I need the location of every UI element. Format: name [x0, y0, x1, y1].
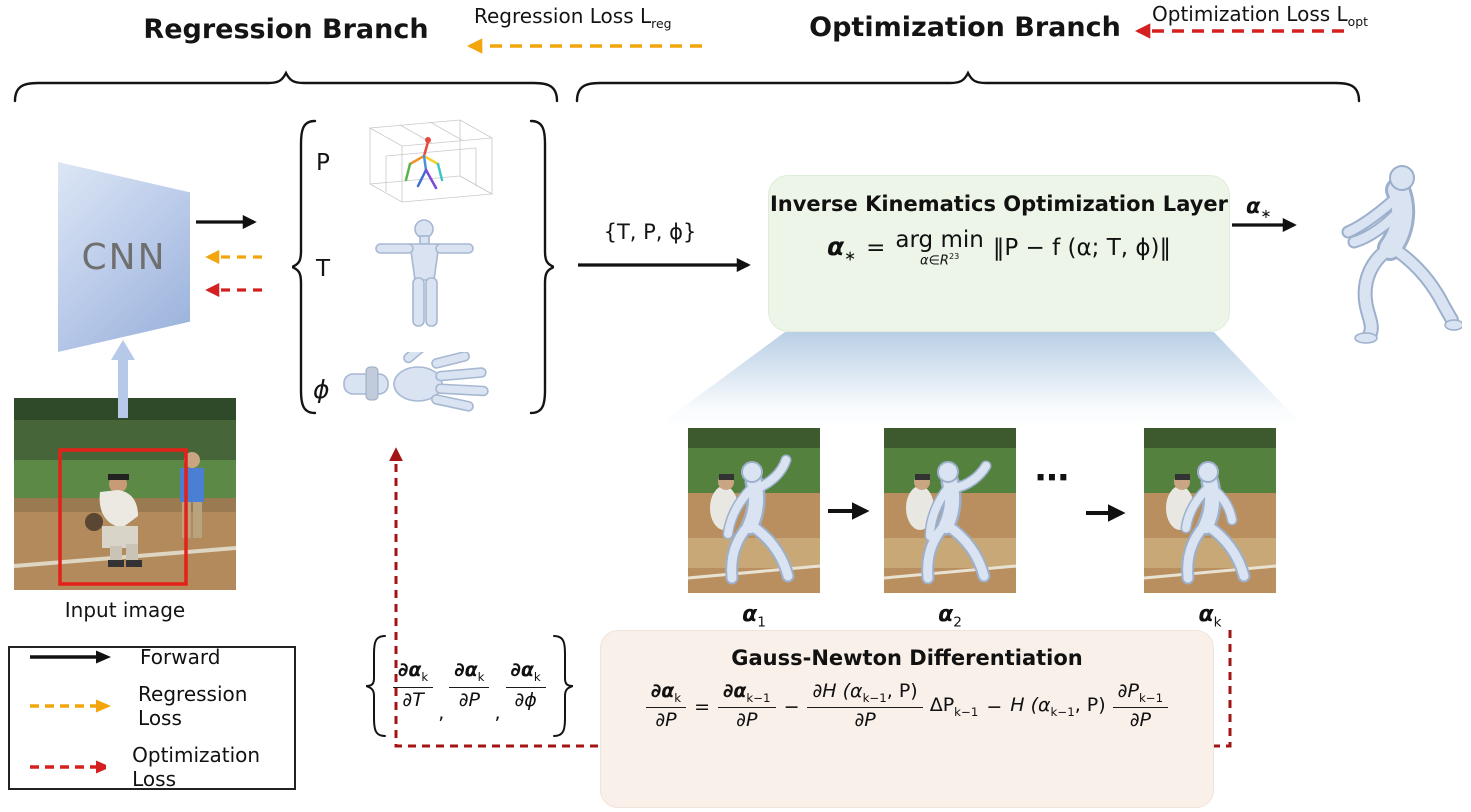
gn-frac-1: ∂αk ∂P [645, 680, 687, 732]
gn-minus-2: − [986, 695, 1003, 718]
pose-3d-plot-image [368, 119, 494, 203]
alphak-to-gn-feedback-line [1214, 630, 1232, 748]
forward-arrow-icon [30, 650, 111, 664]
grad-frac-dT: ∂αk ∂T [393, 659, 434, 711]
ik-equation: α∗ = arg min α∈R23 ‖P − f (α; T, ϕ)‖ [769, 228, 1229, 268]
optimization-loss-arrow-icon [30, 760, 107, 774]
ik-layer-title: Inverse Kinematics Optimization Layer [769, 192, 1229, 216]
ik-optimization-layer-box: Inverse Kinematics Optimization Layer α∗… [768, 175, 1230, 332]
regression-loss-arrow-icon [30, 699, 111, 713]
legend-row-optimization-loss: Optimization Loss [28, 743, 294, 791]
grad-frac-dP: ∂αk ∂P [449, 659, 490, 711]
outputs-close-brace-icon [529, 119, 554, 415]
regression-branch-title: Regression Branch [143, 14, 429, 45]
legend-label-forward: Forward [140, 645, 221, 669]
gradient-close-brace-icon [552, 635, 573, 737]
wrist-band [365, 366, 379, 401]
iteration-image-2 [884, 428, 1016, 593]
standing-player-head [184, 452, 200, 468]
regression-loss-label: Regression Loss Lreg [474, 4, 671, 31]
gn-h-term: H (αk−1, P) [1010, 694, 1106, 719]
ik-eq-lhs: α∗ [826, 231, 857, 265]
shape-symbol: T [316, 256, 331, 282]
pose-symbol: P [316, 150, 330, 176]
gn-minus-1: − [783, 695, 800, 718]
gn-delta-p: ΔPk−1 [929, 694, 979, 719]
iteration-label-1: α1 [742, 602, 766, 631]
regression-loss-text: Regression Loss L [474, 4, 652, 28]
iteration-image-k [1144, 428, 1276, 593]
gn-frac-4: ∂Pk−1 ∂P [1112, 680, 1169, 732]
iteration-ellipsis: ⋯ [1035, 458, 1069, 498]
hand-mesh-image [343, 352, 489, 412]
gauss-newton-title: Gauss-Newton Differentiation [731, 646, 1083, 670]
funnel-projection [655, 332, 1305, 428]
iteration-label-2: α2 [938, 602, 962, 631]
regression-branch-brace-icon [13, 70, 559, 103]
cnn-block: CNN [58, 162, 190, 352]
ik-eq-equals: = [866, 235, 886, 262]
optimization-branch-title: Optimization Branch [809, 12, 1121, 43]
gn-equals: = [694, 695, 710, 718]
legend-row-forward: Forward [28, 645, 294, 669]
legend-label-optimization-loss: Optimization Loss [132, 743, 261, 791]
twist-symbol: ϕ [313, 375, 330, 404]
transfer-set-label: {T, P, ϕ} [603, 220, 697, 244]
grad-comma-2: , [494, 702, 501, 724]
input-image [14, 398, 236, 590]
optimization-loss-sub: opt [1347, 14, 1368, 29]
iteration-label-k: αk [1198, 602, 1222, 631]
input-image-caption: Input image [64, 598, 186, 622]
grad-frac-dphi: ∂αk ∂ϕ [505, 659, 546, 711]
optimization-loss-label: Optimization Loss Lopt [1152, 2, 1368, 29]
optimization-branch-brace-icon [575, 70, 1361, 103]
legend-box: Forward Regression Loss Optimization Los… [8, 645, 296, 791]
gn-frac-3: ∂H (αk−1, P) ∂P [807, 680, 923, 732]
ik-eq-argmin: arg min α∈R23 [895, 227, 984, 269]
tpose-mesh-image [375, 219, 474, 327]
regression-loss-sub: reg [651, 16, 672, 31]
cnn-label: CNN [81, 236, 167, 278]
outputs-open-brace-icon [292, 119, 317, 415]
optimization-loss-text: Optimization Loss L [1152, 2, 1348, 26]
gn-frac-2: ∂αk−1 ∂P [718, 680, 776, 732]
legend-label-regression-loss: Regression Loss [138, 682, 248, 730]
gauss-newton-equation: ∂αk ∂P = ∂αk−1 ∂P − ∂H (αk−1, P) ∂P ΔPk−… [601, 680, 1213, 732]
ik-eq-objective: ‖P − f (α; T, ϕ)‖ [992, 235, 1172, 262]
final-pose-mesh-image [1341, 165, 1462, 344]
detection-bounding-box [58, 448, 188, 586]
input-to-cnn-arrowhead [111, 340, 135, 360]
grad-comma-1: , [438, 702, 445, 724]
output-alpha-star-label: α∗ [1246, 194, 1272, 223]
iteration-image-1 [688, 428, 820, 593]
gradient-set: ∂αk ∂T , ∂αk ∂P , ∂αk ∂ϕ [366, 634, 573, 738]
gradient-open-brace-icon [366, 635, 386, 737]
baseball-glove [85, 513, 103, 531]
legend-row-regression-loss: Regression Loss [28, 682, 294, 730]
gauss-newton-box: Gauss-Newton Differentiation ∂αk ∂P = ∂α… [600, 630, 1214, 808]
